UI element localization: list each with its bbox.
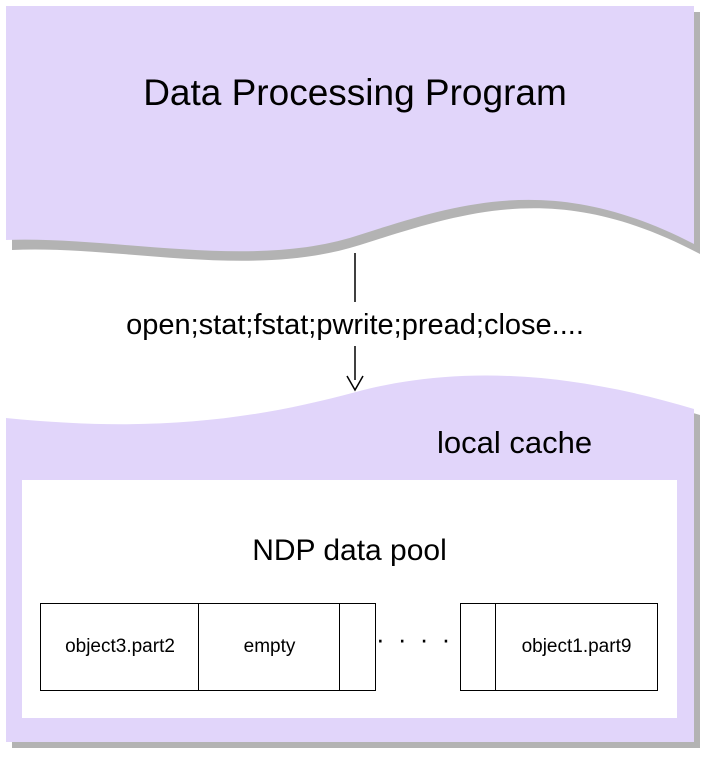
program-shape [6, 6, 694, 252]
cache-label: local cache [437, 425, 593, 460]
pool-slot: object3.part2 [40, 603, 200, 691]
arrow-head-icon [346, 375, 364, 392]
pool-slot: object1.part9 [495, 603, 658, 691]
pool-title: NDP data pool [252, 534, 447, 567]
operations-label: open;stat;fstat;pwrite;pread;close.... [126, 309, 584, 341]
pool-slot: empty [198, 603, 341, 691]
program-title: Data Processing Program [143, 72, 567, 113]
pool-slot [339, 603, 376, 691]
pool-slot [460, 603, 497, 691]
pool-ellipsis: · · · · · [376, 624, 476, 654]
